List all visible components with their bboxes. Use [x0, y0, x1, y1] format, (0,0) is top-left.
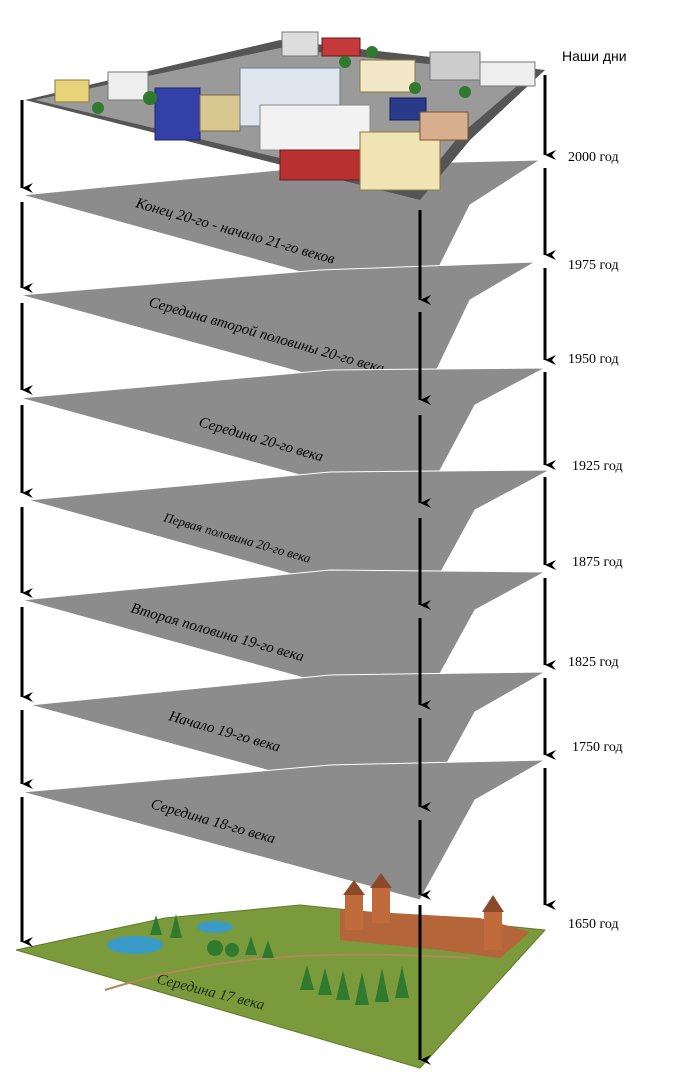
- slab-7: Середина 18-го века: [21, 759, 546, 901]
- building: [279, 149, 363, 181]
- building: [419, 111, 469, 141]
- road: [104, 953, 471, 991]
- city-layer: [25, 31, 545, 200]
- year-label: 1975 год: [568, 258, 619, 273]
- building: [107, 71, 149, 101]
- year-label: 1950 год: [568, 352, 619, 367]
- building: [389, 97, 427, 121]
- building: [199, 94, 241, 132]
- year-label: 1650 год: [568, 917, 619, 932]
- year-label: 1925 год: [572, 459, 623, 474]
- top-label: Наши дни: [562, 48, 627, 64]
- kremlin-fortress: [340, 873, 530, 958]
- year-label: 1750 год: [572, 740, 623, 755]
- building: [321, 37, 361, 57]
- building: [281, 31, 319, 57]
- ground-layer: Середина 17 века: [15, 873, 547, 1069]
- building: [429, 51, 481, 81]
- tree-group: [150, 914, 409, 1005]
- arrows: [20, 75, 556, 1065]
- year-label: 1875 год: [572, 555, 623, 570]
- building: [259, 104, 371, 151]
- pond: [197, 921, 233, 933]
- building: [359, 131, 441, 191]
- building: [479, 61, 536, 87]
- year-label: 1825 год: [568, 655, 619, 670]
- building: [359, 59, 416, 93]
- year-label: 2000 год: [568, 150, 619, 165]
- building: [154, 87, 201, 141]
- pond: [107, 936, 163, 954]
- building: [54, 79, 90, 103]
